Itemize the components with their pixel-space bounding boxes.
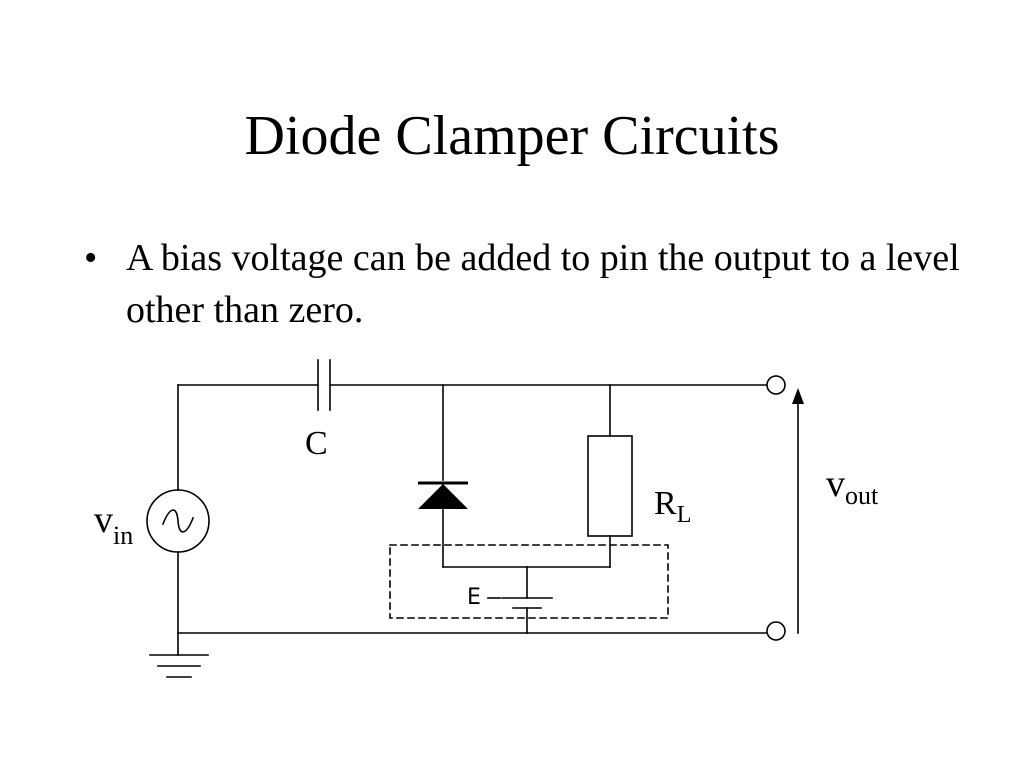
bullet-item: • A bias voltage can be added to pin the… bbox=[84, 232, 964, 336]
input-voltage-label-sub: in bbox=[113, 521, 133, 550]
load-resistor-label: RL bbox=[654, 485, 691, 528]
capacitor-label: C bbox=[305, 425, 328, 462]
output-voltage-label-sub: out bbox=[845, 481, 879, 510]
output-voltage-label: vout bbox=[826, 463, 879, 510]
bias-source-label: E bbox=[467, 585, 481, 610]
bullet-text: A bias voltage can be added to pin the o… bbox=[126, 237, 960, 331]
bias-enclosure bbox=[389, 544, 669, 619]
output-terminal-bottom bbox=[766, 621, 786, 641]
ground-symbol bbox=[149, 632, 209, 678]
capacitor-symbol bbox=[317, 359, 331, 411]
load-resistor-label-main: R bbox=[654, 485, 677, 522]
slide-title: Diode Clamper Circuits bbox=[244, 105, 780, 167]
ac-source-symbol bbox=[146, 489, 210, 553]
battery-symbol bbox=[501, 597, 553, 609]
load-resistor-label-sub: L bbox=[677, 502, 692, 528]
bullet-marker: • bbox=[84, 237, 98, 279]
diode-symbol bbox=[418, 481, 468, 509]
load-resistor-symbol bbox=[587, 435, 633, 537]
output-terminal-top bbox=[766, 375, 786, 395]
output-arrow-head bbox=[792, 388, 804, 404]
bullet-list: • A bias voltage can be added to pin the… bbox=[84, 232, 964, 336]
input-voltage-label: vin bbox=[94, 499, 133, 550]
output-voltage-label-main: v bbox=[826, 463, 845, 505]
input-voltage-label-main: v bbox=[94, 499, 113, 541]
